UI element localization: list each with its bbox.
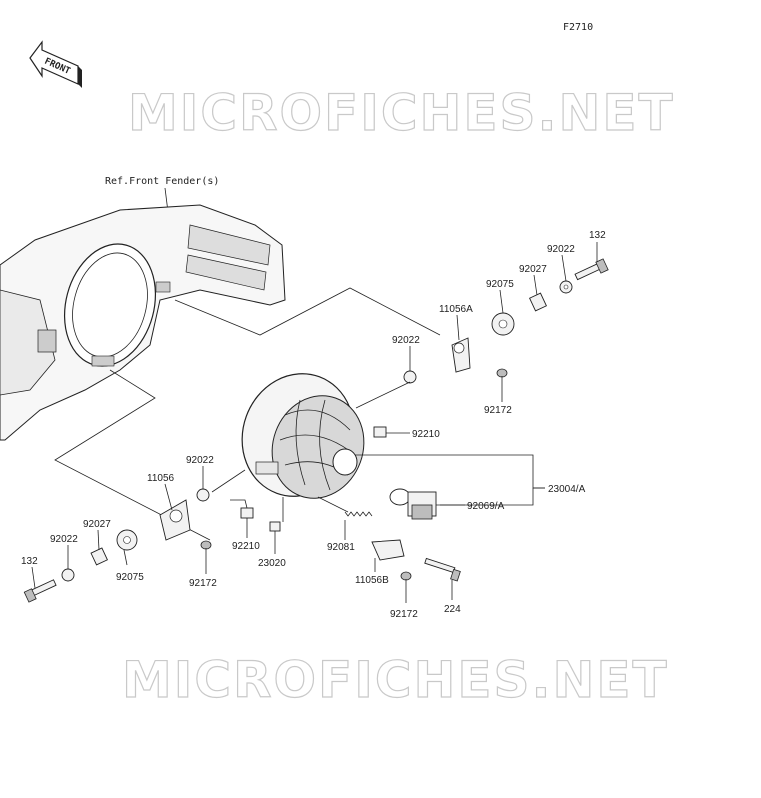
screw-92172-right-icon <box>496 368 508 383</box>
spring-92081-icon <box>344 511 373 517</box>
part-label-92210-left: 92210 <box>232 541 260 552</box>
part-label-92022-far-left: 92022 <box>50 534 78 545</box>
part-label-92172-bottom: 92172 <box>390 609 418 620</box>
part-label-92210-right: 92210 <box>412 429 440 440</box>
headlight-assembly <box>241 373 365 499</box>
washer-92022-mid-icon <box>403 370 417 384</box>
reference-label: Ref.Front Fender(s) <box>105 176 219 187</box>
screw-92172-bottom-icon <box>400 571 412 586</box>
part-label-23004a: 23004/A <box>548 484 586 495</box>
part-label-92172-left: 92172 <box>189 578 217 589</box>
part-label-11056: 11056 <box>147 473 175 484</box>
part-label-92022-left: 92022 <box>186 455 214 466</box>
bolt-132-right-icon <box>574 258 609 281</box>
part-label-92022-top-right: 92022 <box>547 244 575 255</box>
part-label-11056b: 11056B <box>355 575 389 586</box>
part-label-11056a: 11056A <box>439 304 473 315</box>
watermark-bottom: MICROFICHES.NET <box>122 651 669 709</box>
part-label-132-left: 132 <box>21 556 38 567</box>
bracket-11056b-icon <box>371 539 405 561</box>
part-label-92027-left: 92027 <box>83 519 111 530</box>
figure-code: F2710 <box>563 22 593 33</box>
part-label-92022-mid: 92022 <box>392 335 420 346</box>
front-arrow-icon: FRONT <box>29 40 82 88</box>
part-label-224: 224 <box>444 604 461 615</box>
bolt-224-icon <box>424 557 461 582</box>
part-label-92172-right: 92172 <box>484 405 512 416</box>
collar-92027-right-icon <box>529 292 547 312</box>
washer-92022-left-icon <box>196 488 210 502</box>
screw-92172-left-icon <box>200 540 212 555</box>
collar-92027-left-icon <box>90 547 108 566</box>
part-label-92075-right: 92075 <box>486 279 514 290</box>
nut-92210-left-icon <box>240 507 254 519</box>
washer-92022-far-left-icon <box>61 568 75 582</box>
watermark-top: MICROFICHES.NET <box>128 84 675 142</box>
part-label-23020: 23020 <box>258 558 286 569</box>
bulb-92069a-icon <box>389 488 437 520</box>
nut-92210-right-icon <box>373 426 387 438</box>
clip-23020-icon <box>269 521 281 532</box>
part-label-92081: 92081 <box>327 542 355 553</box>
bolt-132-left-icon <box>23 579 57 603</box>
part-label-92075-left: 92075 <box>116 572 144 583</box>
part-label-92069a: 92069/A <box>467 501 505 512</box>
part-label-92027-right: 92027 <box>519 264 547 275</box>
front-fender-housing <box>0 204 286 441</box>
part-label-132-right: 132 <box>589 230 606 241</box>
